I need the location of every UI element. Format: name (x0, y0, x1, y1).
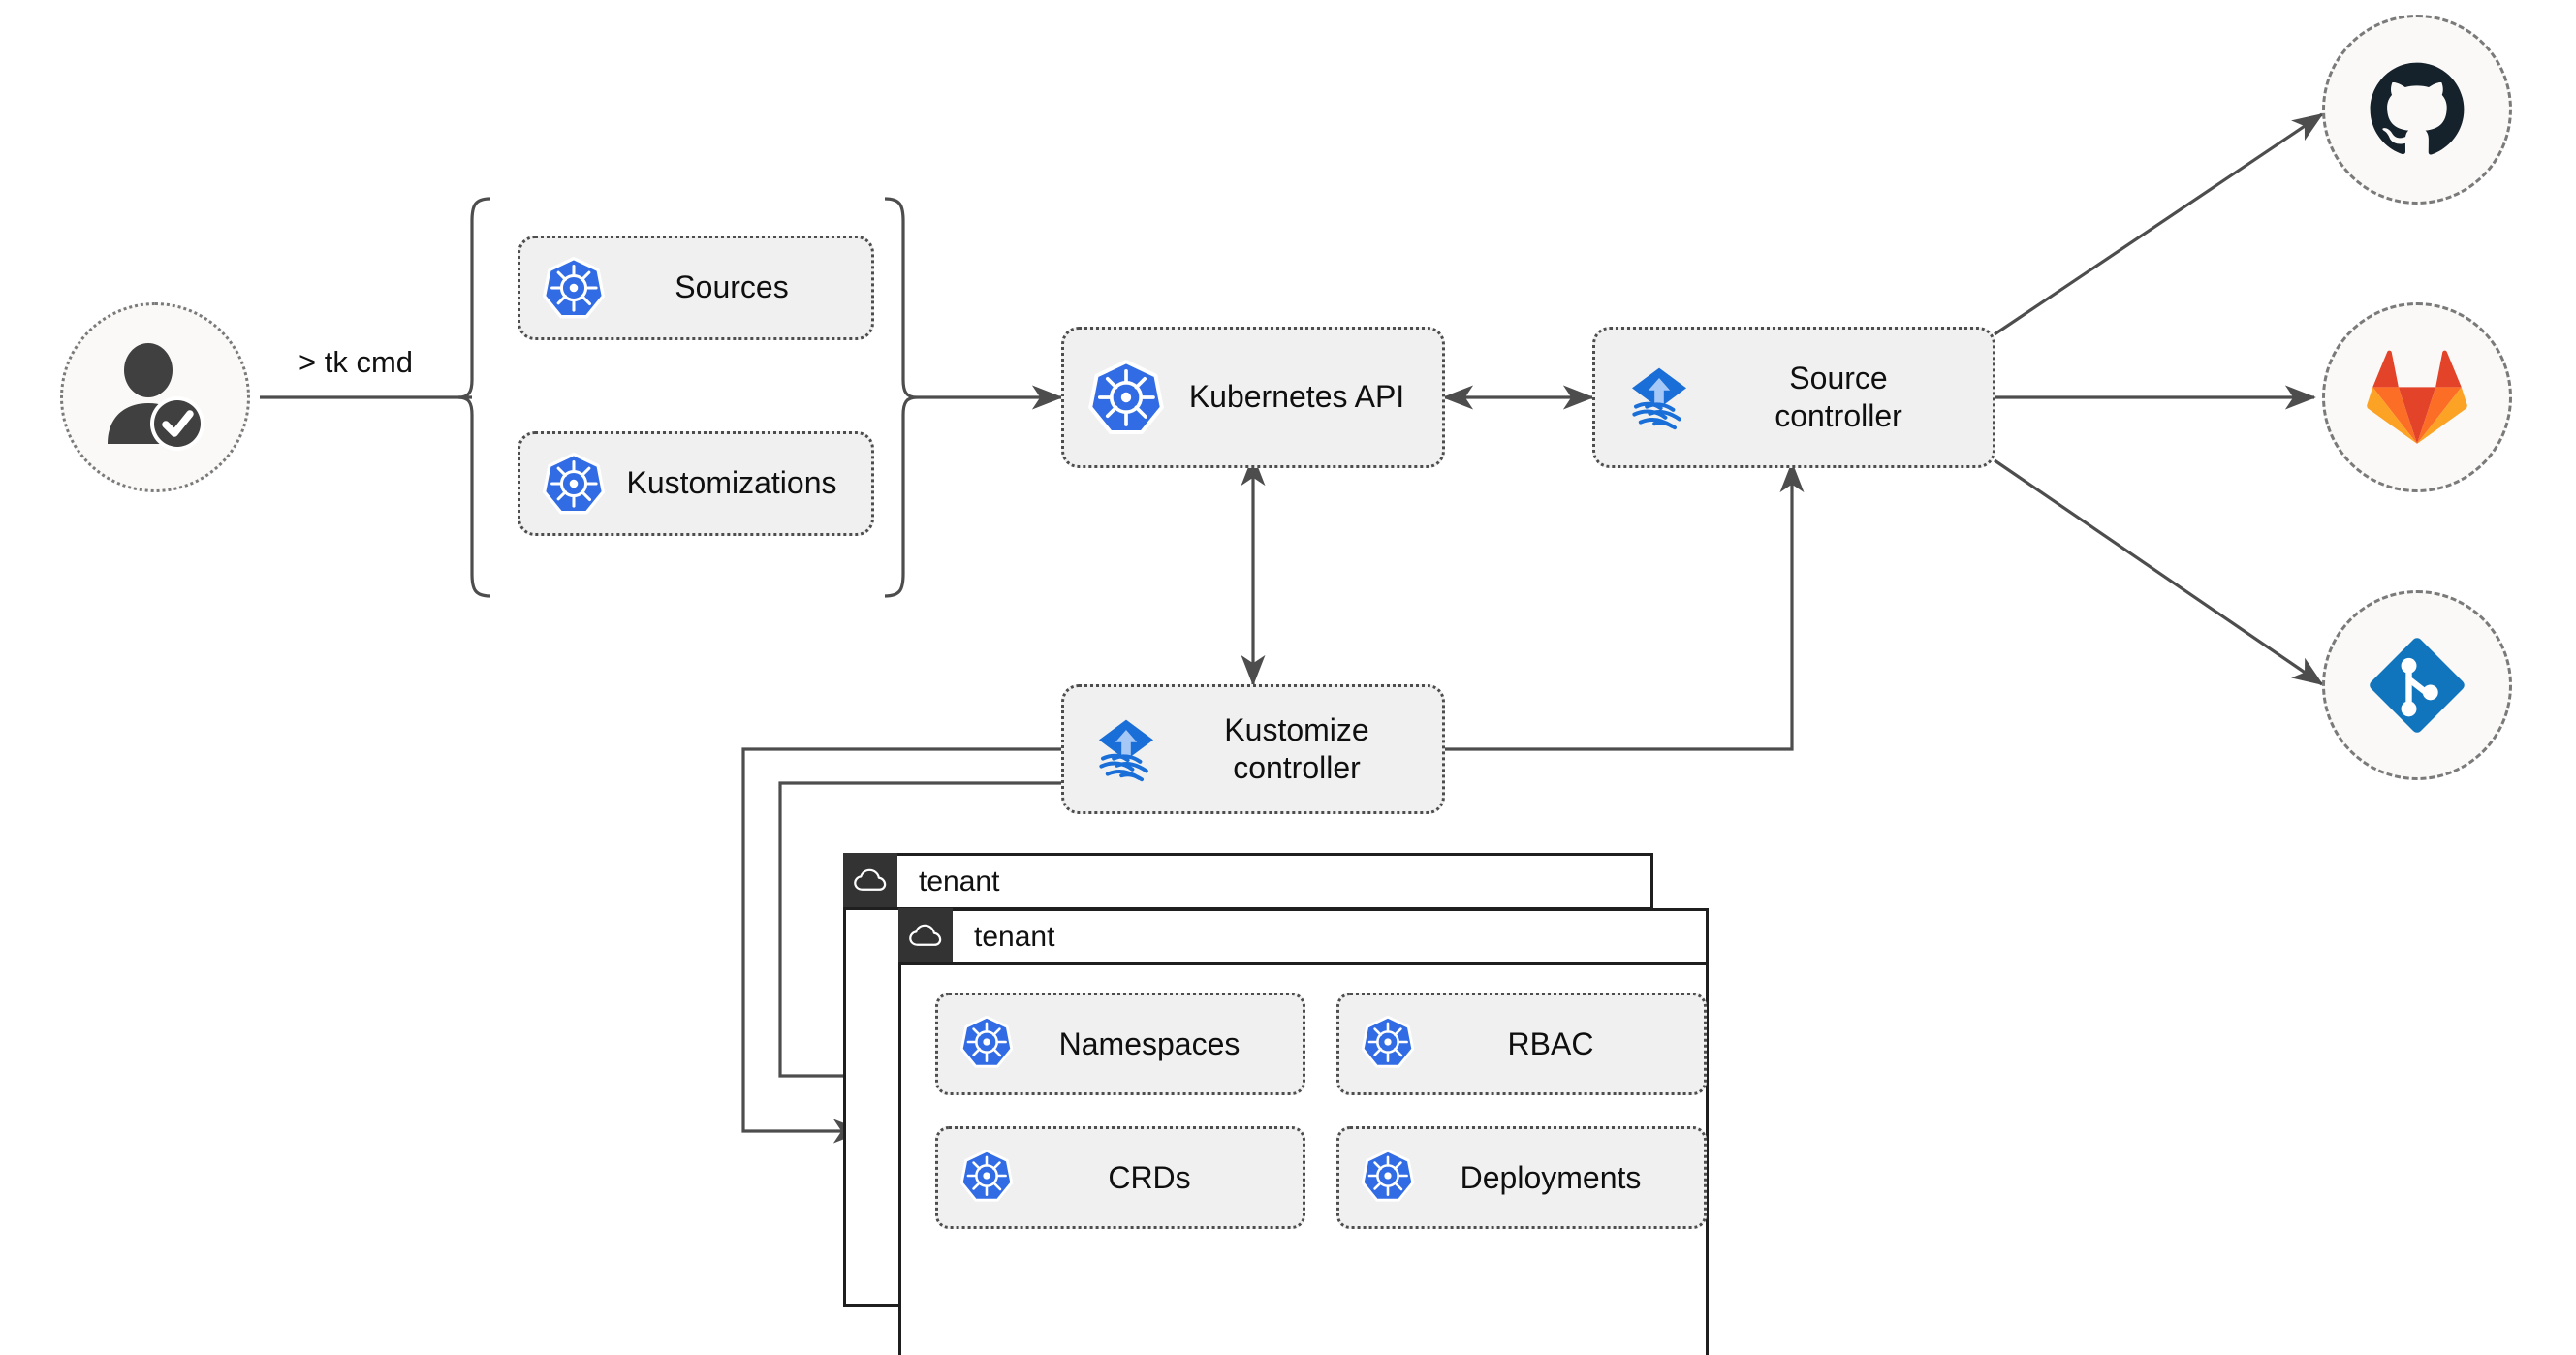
node-kustomize-controller[interactable]: Kustomize controller (1061, 684, 1445, 814)
command-label: > tk cmd (293, 345, 420, 380)
tenant-titlebar: tenant (898, 908, 1706, 965)
user-verified-icon (108, 343, 204, 451)
kubernetes-icon (1339, 1149, 1415, 1208)
resource-label: RBAC (1507, 1025, 1594, 1061)
resource-deployments[interactable]: Deployments (1336, 1126, 1707, 1229)
right-closing-brace (884, 197, 918, 598)
tenant-window-front[interactable]: tenant (898, 908, 1709, 1355)
node-source-controller[interactable]: Source controller (1592, 327, 1995, 468)
cloud-icon (898, 908, 953, 962)
kubernetes-icon (938, 1015, 1014, 1074)
gitlab-icon (2367, 350, 2467, 444)
resource-crds[interactable]: CRDs (935, 1126, 1305, 1229)
node-kubernetes-api[interactable]: Kubernetes API (1061, 327, 1445, 468)
flux-icon (1595, 359, 1698, 436)
node-label: Sources (675, 269, 789, 305)
flux-icon (1064, 710, 1165, 788)
edge-source-controller-to-github (1994, 112, 2324, 336)
kubernetes-icon (520, 256, 606, 320)
node-label: Kustomizations (626, 465, 837, 501)
resource-label: Namespaces (1058, 1025, 1241, 1061)
git-icon (2370, 638, 2465, 733)
tenant-resource-grid: Namespaces (935, 993, 1707, 1229)
node-kustomizations[interactable]: Kustomizations (518, 431, 874, 536)
provider-gitlab[interactable] (2322, 302, 2512, 492)
node-label: Kubernetes API (1188, 379, 1405, 415)
tenant-title: tenant (974, 920, 1055, 953)
edge-source-controller-to-git (1994, 458, 2324, 686)
actor-operator[interactable] (60, 302, 250, 492)
tenant-titlebar: tenant (843, 853, 1650, 910)
kubernetes-icon (1339, 1015, 1415, 1074)
github-icon (2370, 62, 2465, 155)
resource-rbac[interactable]: RBAC (1336, 993, 1707, 1095)
node-label: Source controller (1775, 360, 1902, 433)
kubernetes-icon (1064, 359, 1165, 436)
node-sources[interactable]: Sources (518, 236, 874, 340)
provider-git[interactable] (2322, 590, 2512, 780)
resource-label: CRDs (1108, 1159, 1191, 1195)
kubernetes-icon (520, 452, 606, 516)
left-curly-brace (457, 197, 491, 598)
node-label: Kustomize controller (1224, 711, 1369, 785)
resource-label: Deployments (1460, 1159, 1642, 1195)
resource-namespaces[interactable]: Namespaces (935, 993, 1305, 1095)
tenant-title: tenant (919, 865, 1000, 898)
edge-kustomize-controller-to-source-controller (1444, 461, 1805, 751)
provider-github[interactable] (2322, 15, 2512, 205)
kubernetes-icon (938, 1149, 1014, 1208)
cloud-icon (843, 853, 897, 907)
